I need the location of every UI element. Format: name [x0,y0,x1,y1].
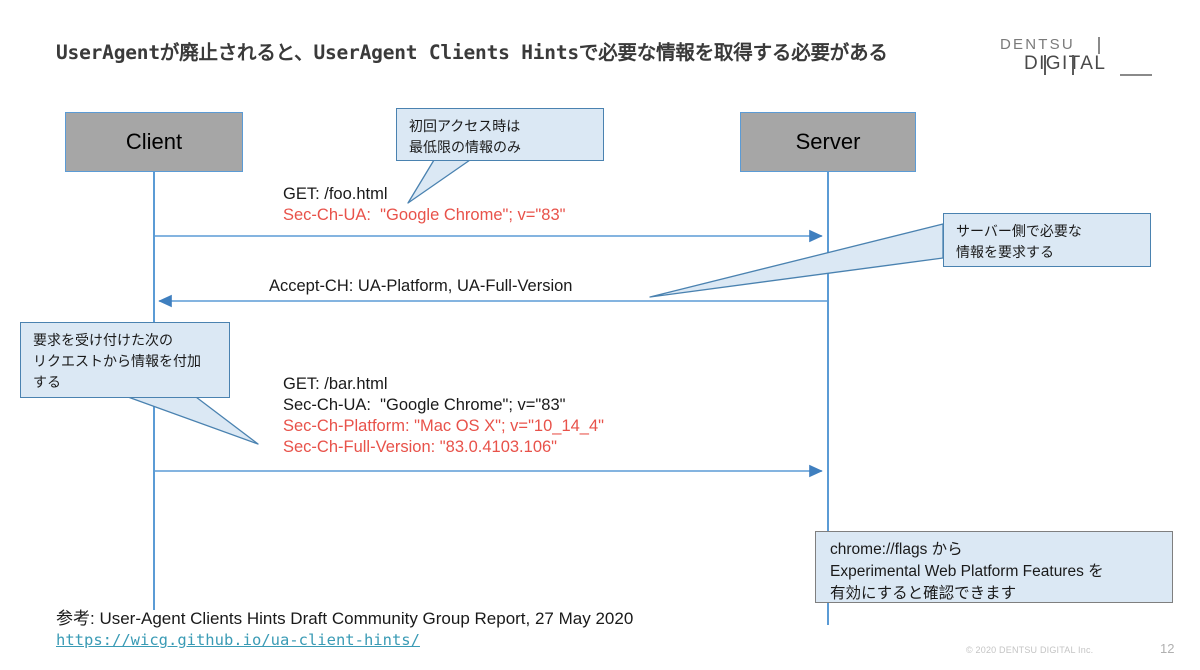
tail-server-side [649,223,944,298]
logo-divider-3 [1072,55,1074,75]
logo-underline [1120,74,1152,76]
page-title: UserAgentが廃止されると、UserAgent Clients Hints… [56,41,888,64]
message-label-2: Accept-CH: UA-Platform, UA-Full-Version [265,276,577,297]
reference-note: 参考: User-Agent Clients Hints Draft Commu… [56,609,634,628]
callout-next-request: 要求を受け付けた次の リクエストから情報を付加 する [20,322,230,398]
logo-divider-2 [1044,55,1046,75]
logo-line-1: DENTSU [1000,36,1075,53]
reference-link[interactable]: https://wicg.github.io/ua-client-hints/ [56,631,420,649]
message-line: GET: /bar.html [283,375,388,393]
message-line: Sec-Ch-UA: "Google Chrome"; v="83" [283,206,566,224]
logo-divider-1 [1098,37,1100,54]
message-line: GET: /foo.html [283,185,388,203]
callout-chrome-flags: chrome://flags から Experimental Web Platf… [815,531,1173,603]
actor-box-server: Server [740,112,916,172]
message-line: Sec-Ch-UA: "Google Chrome"; v="83" [283,396,566,414]
actor-label-client: Client [125,129,183,154]
tail-next-request [127,396,259,445]
copyright-text: © 2020 DENTSU DIGITAL Inc. [966,645,1094,655]
callout-first-access: 初回アクセス時は 最低限の情報のみ [396,108,604,161]
actor-label-server: Server [795,129,861,154]
dentsu-digital-logo: DENTSU DIGITAL [1000,36,1152,78]
message-line: Sec-Ch-Platform: "Mac OS X"; v="10_14_4" [283,417,605,435]
message-line: Sec-Ch-Full-Version: "83.0.4103.106" [283,438,558,456]
callout-server-side: サーバー側で必要な 情報を要求する [943,213,1151,267]
lifeline-server [827,172,829,625]
page-number: 12 [1160,641,1175,656]
message-line: Accept-CH: UA-Platform, UA-Full-Version [269,277,573,295]
actor-box-client: Client [65,112,243,172]
